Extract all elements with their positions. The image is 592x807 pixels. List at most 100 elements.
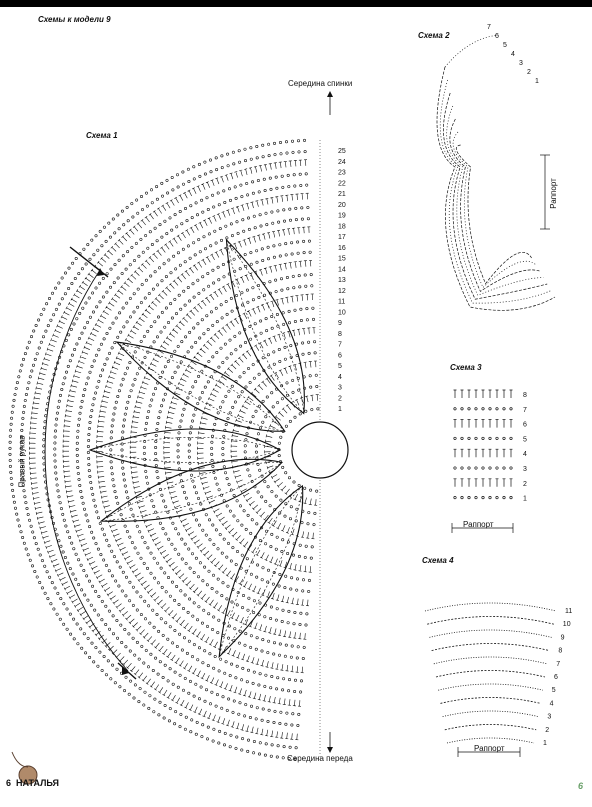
- row-number-18: 18: [338, 223, 346, 230]
- scheme-4-rapport: Раппорт: [474, 744, 505, 753]
- row-number-7: 7: [338, 342, 342, 349]
- scheme-3-row-number-3: 3: [523, 466, 527, 473]
- scheme-2-row-number-6: 6: [495, 33, 499, 40]
- row-number-1: 1: [338, 406, 342, 413]
- leaf-motif: [225, 238, 305, 415]
- scheme-2-rapport: Раппорт: [548, 178, 558, 209]
- scheme-3-row: [453, 466, 513, 470]
- scheme-4-row: [424, 602, 557, 612]
- row-number-21: 21: [338, 191, 346, 198]
- right-sleeve-label: Правый рукав: [17, 435, 27, 488]
- scheme-3-row: [453, 448, 513, 458]
- scheme-4-row-number-8: 8: [558, 648, 562, 655]
- footer-page-number-right: 6: [578, 781, 584, 791]
- scheme-4-row: [427, 616, 554, 625]
- row-number-15: 15: [338, 256, 346, 263]
- row-number-6: 6: [338, 352, 342, 359]
- row-number-10: 10: [338, 309, 346, 316]
- scheme-4-title: Схема 4: [422, 556, 454, 565]
- row-number-14: 14: [338, 266, 346, 273]
- yarn-ball-logo: [11, 751, 38, 785]
- leaf-inner: [226, 239, 305, 415]
- scheme-2-row-number-7: 7: [487, 24, 491, 31]
- scheme-3-row-number-2: 2: [523, 481, 527, 488]
- neck-opening: [291, 421, 349, 479]
- scheme-4-row-number-2: 2: [545, 727, 549, 734]
- scheme-2-row: [443, 92, 548, 300]
- scheme-4-row: [433, 656, 548, 665]
- row-number-11: 11: [338, 299, 345, 306]
- scheme-3-row: [453, 407, 513, 411]
- footer-magazine-name: НАТАЛЬЯ: [16, 778, 60, 788]
- row-number-25: 25: [338, 148, 346, 155]
- scheme-3-title: Схема 3: [450, 363, 482, 372]
- page-title: Схемы к модели 9: [38, 15, 111, 24]
- scheme-4-row: [431, 643, 550, 651]
- scheme-3-row: [453, 389, 513, 398]
- scheme-4-row: [435, 670, 546, 678]
- row-number-8: 8: [338, 331, 342, 338]
- scheme-3-row-number-7: 7: [523, 407, 527, 414]
- row-number-3: 3: [338, 385, 342, 392]
- scheme-4-row: [446, 737, 535, 744]
- scheme-4-row: [438, 683, 543, 691]
- scheme-4-row: [444, 724, 537, 731]
- leaf-inner: [89, 437, 281, 463]
- scheme-2-row: [455, 144, 532, 285]
- row-number-17: 17: [338, 234, 346, 241]
- scheme-2-row: [449, 118, 540, 292]
- scheme-2-row-number-5: 5: [503, 42, 507, 49]
- scheme-3-row: [453, 496, 513, 500]
- scheme-3-row-number-1: 1: [523, 496, 527, 503]
- scheme-4-row-number-9: 9: [561, 634, 565, 641]
- scheme-1-chart: 1234567891011121314151617181920212223242…: [8, 91, 349, 761]
- yarn-ball-icon: [18, 765, 38, 785]
- scheme-4-row-number-7: 7: [556, 661, 560, 668]
- scheme-2-row-number-3: 3: [519, 60, 523, 67]
- row-number-4: 4: [338, 374, 342, 381]
- row-number-19: 19: [338, 213, 346, 220]
- scheme-3-row-number-4: 4: [523, 451, 527, 458]
- row-number-5: 5: [338, 363, 342, 370]
- scheme-4-row: [440, 697, 541, 704]
- front-center-label: Середина переда: [287, 754, 353, 763]
- leaf-inner: [101, 462, 283, 522]
- scheme-4-row-number-10: 10: [563, 621, 571, 628]
- scheme-2-title: Схема 2: [418, 31, 450, 40]
- scheme-3-row: [453, 436, 513, 440]
- scheme-3-row-number-5: 5: [523, 436, 527, 443]
- scheme-3-rapport: Раппорт: [463, 520, 494, 529]
- scheme-2-row: [446, 105, 544, 296]
- scheme-4-row: [429, 629, 552, 638]
- scheme-1-title: Схема 1: [86, 131, 118, 140]
- sleeve-bracket: [44, 269, 129, 672]
- row-number-12: 12: [338, 288, 346, 295]
- scheme-4-row-number-11: 11: [565, 608, 572, 615]
- scheme-2-row: [452, 131, 536, 289]
- scheme-3-row-number-6: 6: [523, 422, 527, 429]
- row-number-16: 16: [338, 245, 346, 252]
- leaf-motif: [88, 428, 282, 472]
- footer-page-number: 6: [6, 778, 12, 788]
- scheme-3-row: [453, 478, 513, 487]
- crochet-charts: 1234567891011121314151617181920212223242…: [8, 24, 572, 785]
- scheme-4-row-number-6: 6: [554, 674, 558, 681]
- scheme-2-row-number-2: 2: [527, 69, 531, 76]
- scheme-4-row-number-4: 4: [550, 700, 554, 707]
- scheme-2-row-number-4: 4: [511, 51, 515, 58]
- scheme-4-row: [442, 710, 539, 717]
- row-number-13: 13: [338, 277, 346, 284]
- row-number-20: 20: [338, 202, 346, 209]
- scheme-4-row-number-1: 1: [543, 740, 547, 747]
- back-center-label: Середина спинки: [288, 79, 353, 88]
- row-number-22: 22: [338, 180, 346, 187]
- scheme-4-row-number-3: 3: [547, 714, 551, 721]
- leaf-inner: [218, 485, 303, 657]
- scheme-2-row: [436, 66, 556, 311]
- scheme-3-row: [453, 419, 513, 428]
- leaf-inner: [116, 341, 286, 432]
